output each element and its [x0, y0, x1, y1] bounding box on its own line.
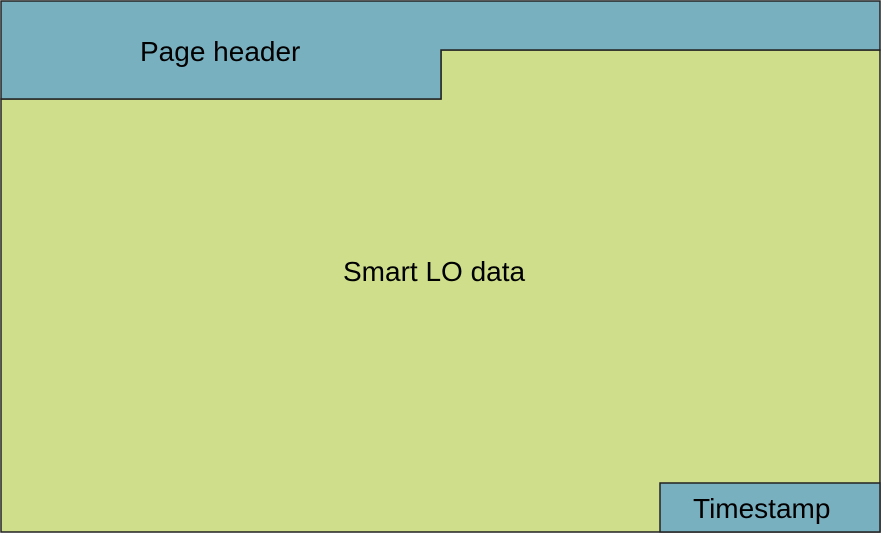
page-header-label: Page header [140, 36, 301, 67]
smart-lo-data-label: Smart LO data [343, 256, 526, 287]
page-header-region [0, 0, 881, 100]
timestamp-label: Timestamp [693, 493, 831, 524]
timestamp-region [659, 482, 881, 533]
smart-lo-data-region [0, 49, 881, 533]
